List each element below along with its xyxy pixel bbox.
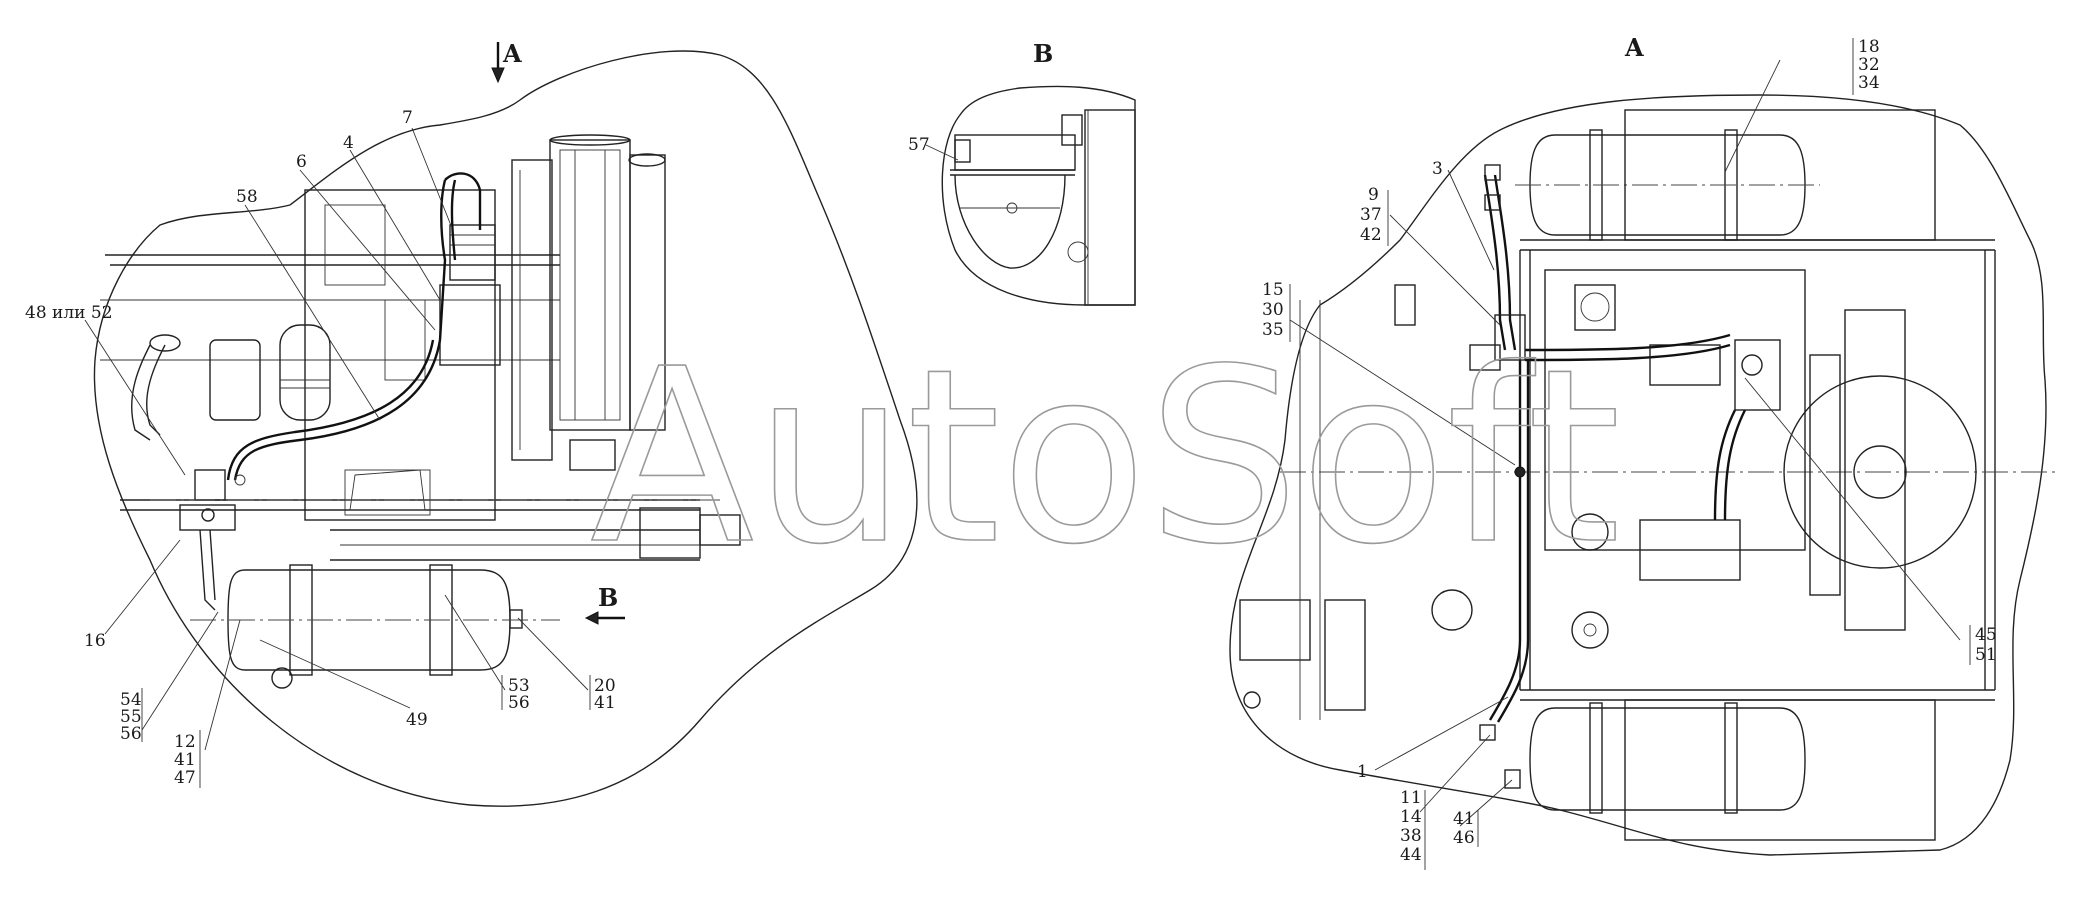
callout-6: 6 [296, 152, 307, 172]
air-tank-49 [227, 569, 511, 671]
callout-20: 20 [594, 676, 616, 696]
callout-49: 49 [406, 710, 428, 730]
watermark: AutoSoft [590, 317, 1621, 597]
callout-42: 42 [1360, 225, 1382, 245]
callout-44: 44 [1400, 845, 1422, 865]
callout-4: 4 [343, 133, 354, 153]
callout-18: 18 [1858, 37, 1880, 57]
callout-56-left: 56 [120, 724, 142, 744]
right-view [1229, 38, 2060, 870]
callout-3: 3 [1432, 159, 1443, 179]
callout-14: 14 [1400, 807, 1422, 827]
callout-53: 53 [508, 676, 530, 696]
upper-air-tank [1529, 134, 1806, 236]
callout-58: 58 [236, 187, 258, 207]
callout-35: 35 [1262, 320, 1284, 340]
callout-34: 34 [1858, 73, 1880, 93]
callout-41-right: 41 [1453, 809, 1475, 829]
callout-38: 38 [1400, 826, 1422, 846]
callout-7: 7 [402, 108, 413, 128]
left-view [84, 42, 918, 807]
callout-11: 11 [1400, 788, 1422, 808]
right-break-outline [1229, 94, 2047, 856]
callout-32: 32 [1858, 55, 1880, 75]
callout-15: 15 [1262, 280, 1284, 300]
detail-b-break-outline [941, 85, 1136, 306]
view-label-b-arrow: B [598, 583, 618, 612]
callout-12: 12 [174, 732, 196, 752]
callout-56-right: 56 [508, 693, 530, 713]
callout-54: 54 [120, 690, 142, 710]
callout-51: 51 [1975, 645, 1997, 665]
lower-air-tank [1529, 707, 1806, 811]
detail-b-view [925, 85, 1136, 306]
view-label-a-left: A [502, 39, 522, 68]
callout-16: 16 [84, 631, 106, 651]
callout-9: 9 [1368, 185, 1379, 205]
callout-41-left: 41 [174, 750, 196, 770]
callout-47: 47 [174, 768, 196, 788]
left-callouts: 7 4 6 58 48 или 52 16 54 55 56 12 41 47 … [25, 108, 616, 788]
right-callouts: 18 32 34 3 9 37 42 15 30 35 45 51 1 11 1… [1262, 37, 1997, 865]
callout-55: 55 [120, 707, 142, 727]
callout-46: 46 [1453, 828, 1475, 848]
view-label-a-right: A [1624, 33, 1644, 62]
callout-37: 37 [1360, 205, 1382, 225]
callout-48-or-52: 48 или 52 [25, 303, 113, 323]
callout-41-tank: 41 [594, 693, 616, 713]
callout-30: 30 [1262, 300, 1284, 320]
view-label-b-top: B [1033, 39, 1053, 68]
callout-57: 57 [908, 135, 930, 155]
callout-1: 1 [1357, 762, 1368, 782]
callout-45: 45 [1975, 625, 1997, 645]
